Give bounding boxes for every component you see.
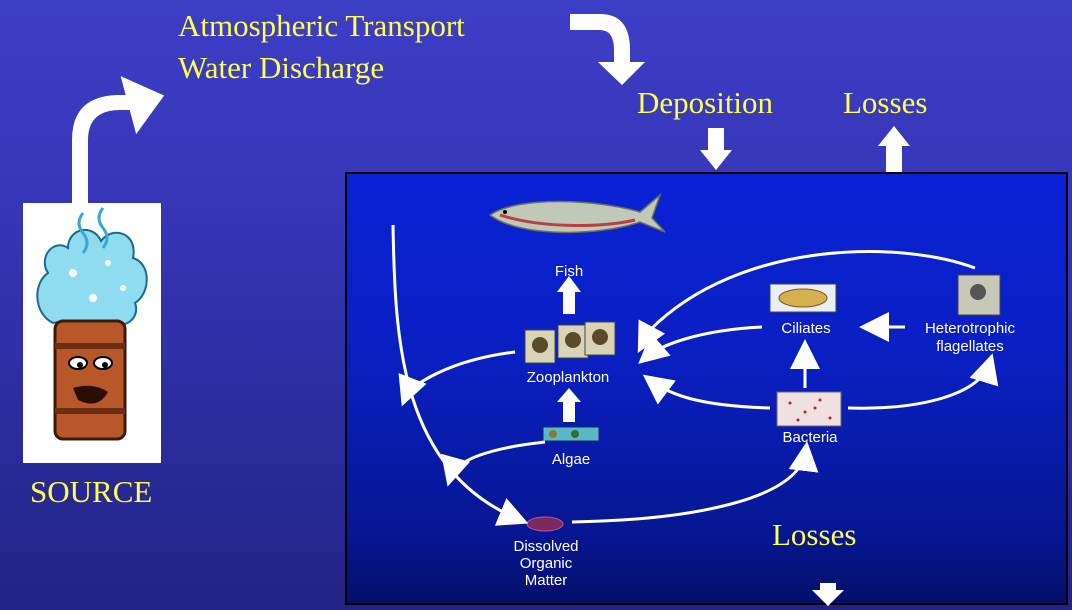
- deposition-arrow-icon: [700, 128, 732, 170]
- source-barrel-icon: [36, 207, 148, 441]
- dom-label-line1: Dissolved: [513, 538, 578, 555]
- bacteria-to-zooplankton-arrow: [642, 374, 771, 410]
- dom-to-bacteria-arrow: [571, 441, 819, 524]
- foodweb-panel: [345, 172, 1068, 605]
- losses-up-arrow-icon: [878, 126, 910, 172]
- deposition-label: Deposition: [637, 85, 774, 120]
- zooplankton-to-lower-arrow: [398, 350, 516, 407]
- heterotrophic-label: Heterotrophic: [925, 320, 1016, 337]
- bacteria-icon: [776, 391, 842, 427]
- algae-icon: [542, 426, 600, 442]
- zooplankton-icon: [524, 321, 616, 364]
- transport-label: Atmospheric Transport: [178, 8, 465, 43]
- dom-label-line2: Organic: [520, 555, 573, 572]
- ciliates-icon: [769, 283, 837, 313]
- dom-icon: [526, 516, 564, 532]
- algae-label: Algae: [552, 451, 590, 468]
- algae-to-lower-arrow: [441, 440, 546, 487]
- bacteria-to-flagellates-arrow: [847, 353, 999, 410]
- losses-down-arrow-icon: [812, 583, 844, 606]
- flagellate-icon: [957, 274, 1001, 316]
- source-label: SOURCE: [30, 474, 153, 509]
- source-image: [23, 203, 161, 463]
- ciliates-label: Ciliates: [781, 320, 830, 337]
- bacteria-label: Bacteria: [782, 429, 838, 446]
- transport-to-deposition-arrow: [570, 14, 645, 85]
- ciliates-to-zooplankton-arrow: [638, 325, 763, 364]
- fish-label: Fish: [555, 263, 583, 280]
- flagellates-label: flagellates: [936, 338, 1004, 355]
- source-to-transport-arrow: [72, 76, 165, 205]
- discharge-label: Water Discharge: [178, 50, 385, 85]
- algae-to-zooplankton-arrow: [557, 388, 581, 422]
- losses-bottom-label: Losses: [772, 517, 857, 552]
- zooplankton-label: Zooplankton: [527, 369, 610, 386]
- fish-icon: [488, 192, 666, 234]
- losses-top-label: Losses: [843, 85, 928, 120]
- flagellates-loop-arrow: [637, 250, 976, 353]
- dom-label-line3: Matter: [525, 572, 568, 589]
- surface-to-dom-arrow: [391, 224, 529, 526]
- zooplankton-to-fish-arrow: [557, 276, 581, 314]
